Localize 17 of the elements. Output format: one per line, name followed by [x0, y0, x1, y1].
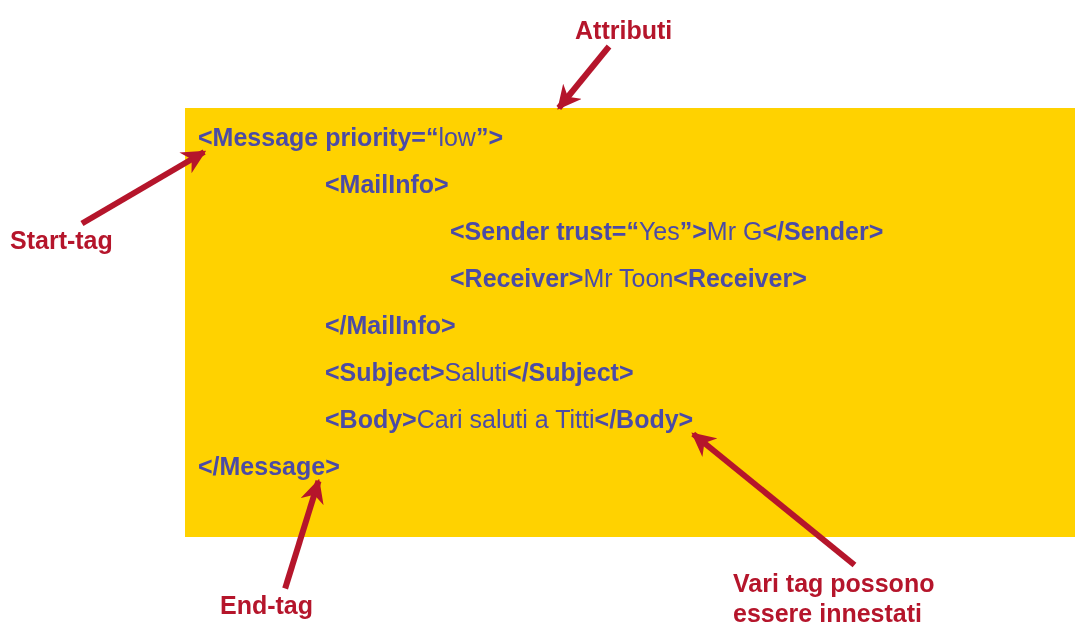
leader-arrow: [282, 478, 324, 590]
callout-label: Attributi: [575, 15, 673, 45]
callout-label: Vari tag possono essere innestati: [733, 568, 1003, 628]
code-line: <Subject>Saluti</Subject>: [325, 357, 634, 387]
callout-label: Start-tag: [10, 225, 113, 255]
leader-arrow: [80, 149, 207, 227]
code-line: </MailInfo>: [325, 310, 456, 340]
leader-arrow: [556, 44, 612, 110]
code-line: </Message>: [198, 451, 340, 481]
code-line: <MailInfo>: [325, 169, 449, 199]
callout-label: End-tag: [220, 590, 314, 620]
code-line: <Message priority=“low”>: [198, 122, 503, 152]
leader-arrow: [691, 431, 857, 568]
code-line: <Sender trust=“Yes”>Mr G</Sender>: [450, 216, 884, 246]
code-panel: [185, 108, 1075, 537]
code-line: <Receiver>Mr Toon<Receiver>: [450, 263, 807, 293]
code-line: <Body>Cari saluti a Titti</Body>: [325, 404, 694, 434]
